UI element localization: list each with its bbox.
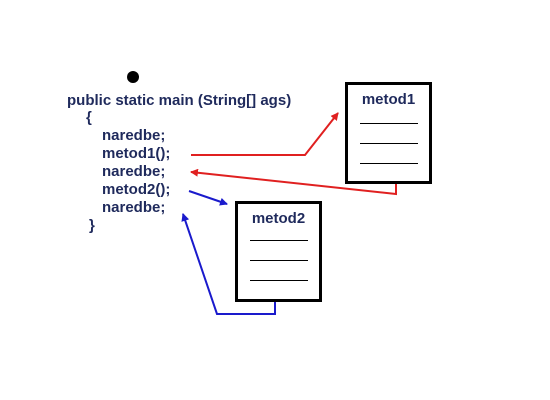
metod2-return-arrow (181, 213, 276, 315)
metod2-title: metod2 (251, 210, 306, 227)
open-brace: { (86, 109, 92, 126)
metod1-call-arrow (191, 112, 339, 156)
metod2-body-line (250, 280, 308, 281)
metod2-call-arrow (188, 190, 228, 206)
metod2-body-line (250, 240, 308, 241)
statement-3: naredbe; (102, 163, 166, 180)
metod1-body-line (360, 163, 418, 164)
statement-metod2-call: metod2(); (102, 181, 171, 198)
metod2-box: metod2 (235, 201, 322, 302)
metod1-body-line (360, 123, 418, 124)
statement-metod1-call: metod1(); (102, 145, 171, 162)
metod1-body-line (360, 143, 418, 144)
metod1-box: metod1 (345, 82, 432, 184)
metod2-body-line (250, 260, 308, 261)
pointer-dot (127, 71, 139, 83)
statement-5: naredbe; (102, 199, 166, 216)
metod1-title: metod1 (361, 91, 416, 108)
method-signature: public static main (String[] ags) (67, 92, 292, 109)
close-brace: } (89, 217, 95, 234)
metod1-return-arrow (190, 168, 397, 196)
statement-1: naredbe; (102, 127, 166, 144)
